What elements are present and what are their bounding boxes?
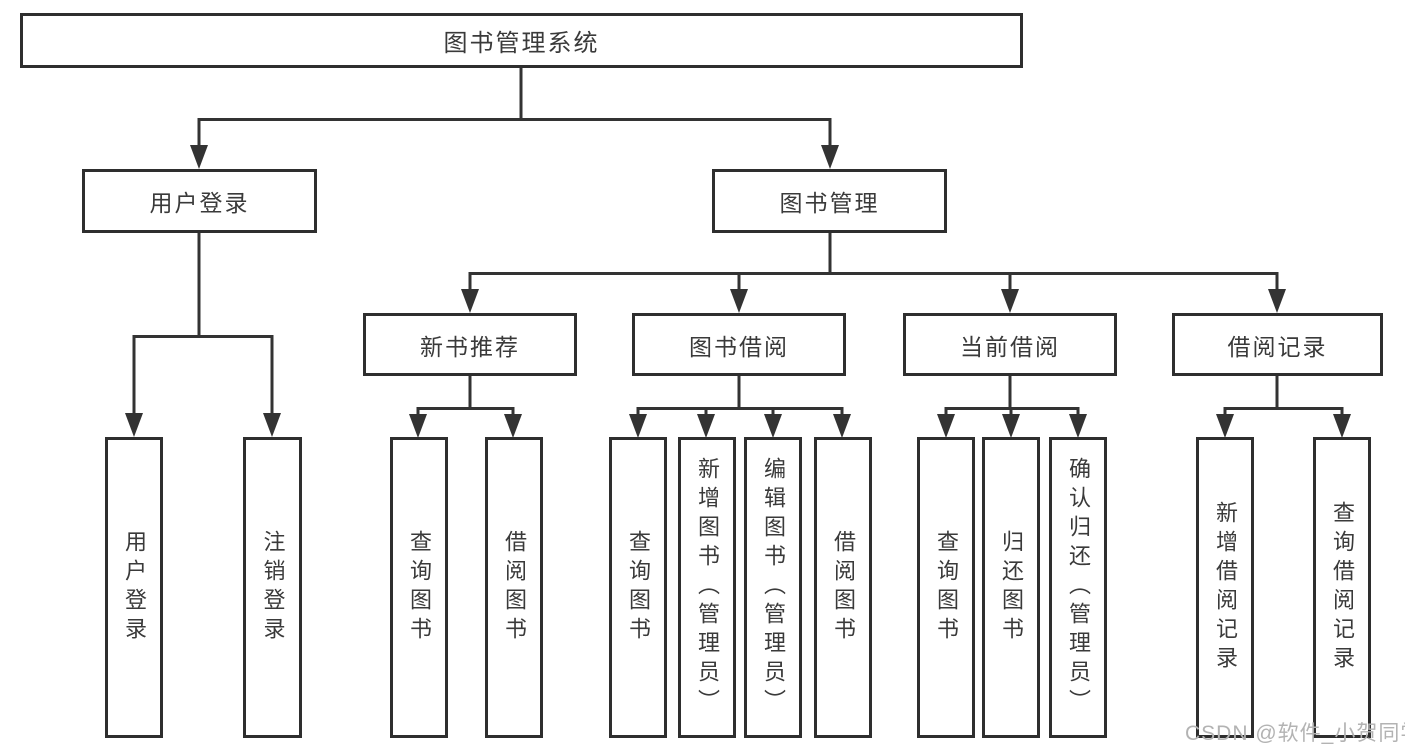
connector-bookmgmt-mid-stems	[737, 273, 1012, 292]
arrow-down-icon	[629, 414, 647, 438]
csdn-watermark: CSDN @软件_小贺同学	[1185, 722, 1405, 745]
arrow-down-icon	[833, 414, 851, 438]
leaf-logout: 注销登录	[243, 437, 302, 738]
arrow-down-icon	[821, 145, 839, 169]
node-book-management: 图书管理	[712, 169, 947, 233]
node-new-book-recommend: 新书推荐	[363, 313, 577, 376]
connector-userlogin-split	[132, 335, 274, 415]
arrow-down-icon	[409, 414, 427, 438]
connector-bookmgmt-split	[468, 272, 1279, 292]
node-root: 图书管理系统	[20, 13, 1023, 68]
arrow-down-icon	[697, 414, 715, 438]
node-user-login: 用户登录	[82, 169, 317, 233]
leaf-query-books-borrow: 查询图书	[609, 437, 667, 738]
node-book-borrow: 图书借阅	[632, 313, 846, 376]
arrow-down-icon	[190, 145, 208, 169]
connector-recommend-split	[416, 407, 515, 417]
leaf-add-borrow-record: 新增借阅记录	[1196, 437, 1254, 738]
arrow-down-icon	[125, 413, 143, 437]
arrow-down-icon	[764, 414, 782, 438]
leaf-confirm-return-admin: 确认归还（管理员）	[1049, 437, 1107, 738]
arrow-down-icon	[1216, 414, 1234, 438]
leaf-query-borrow-record: 查询借阅记录	[1313, 437, 1371, 738]
leaf-query-books-current: 查询图书	[917, 437, 975, 738]
node-borrow-records: 借阅记录	[1172, 313, 1383, 376]
leaf-add-books-admin: 新增图书（管理员）	[678, 437, 736, 738]
arrow-down-icon	[504, 414, 522, 438]
arrow-down-icon	[461, 289, 479, 313]
node-current-borrow: 当前借阅	[903, 313, 1117, 376]
arrow-down-icon	[1001, 289, 1019, 313]
connector-records-split	[1223, 407, 1344, 417]
arrow-down-icon	[1268, 289, 1286, 313]
leaf-query-books-recommend: 查询图书	[390, 437, 448, 738]
arrow-down-icon	[937, 414, 955, 438]
arrow-down-icon	[263, 413, 281, 437]
leaf-borrow-books: 借阅图书	[814, 437, 872, 738]
connector-root-split	[197, 118, 832, 150]
leaf-edit-books-admin: 编辑图书（管理员）	[744, 437, 802, 738]
arrow-down-icon	[1002, 414, 1020, 438]
connector-borrow-split	[636, 407, 844, 417]
leaf-borrow-books-recommend: 借阅图书	[485, 437, 543, 738]
leaf-return-books: 归还图书	[982, 437, 1040, 738]
arrow-down-icon	[1069, 414, 1087, 438]
leaf-user-login: 用户登录	[105, 437, 163, 738]
arrow-down-icon	[1333, 414, 1351, 438]
arrow-down-icon	[730, 289, 748, 313]
